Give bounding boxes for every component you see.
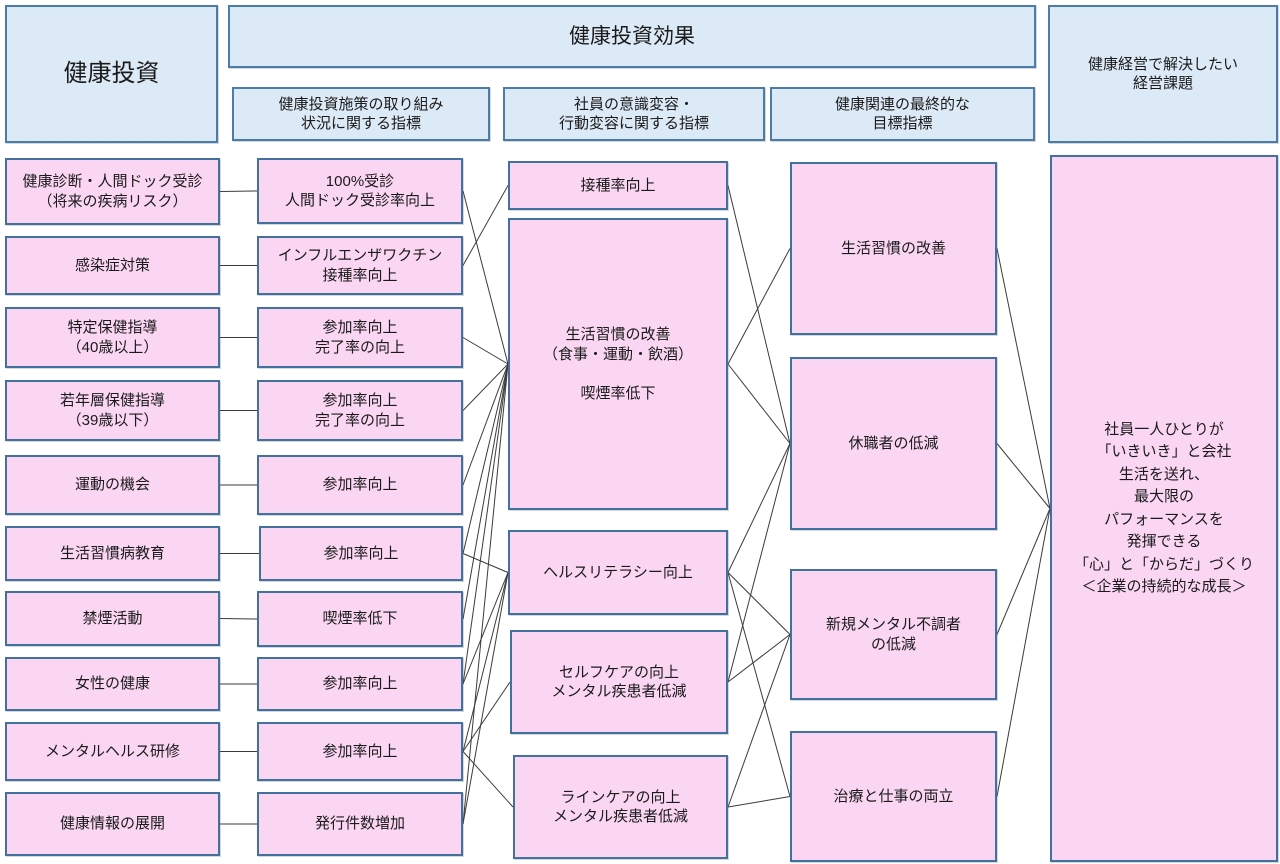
behavior-health-literacy-box: ヘルスリテラシー向上 bbox=[508, 530, 728, 615]
indicator-participation-completion-box-2: 参加率向上 完了率の向上 bbox=[257, 380, 463, 441]
indicator-smoking-rate-box: 喫煙率低下 bbox=[257, 591, 463, 647]
target-lifestyle-improvement-box: 生活習慣の改善 bbox=[790, 162, 997, 335]
investment-infection-box: 感染症対策 bbox=[5, 236, 220, 295]
header-sub-final-target-indicators: 健康関連の最終的な 目標指標 bbox=[770, 87, 1035, 141]
header-health-investment: 健康投資 bbox=[5, 5, 218, 143]
investment-mental-training-box: メンタルヘルス研修 bbox=[5, 722, 220, 781]
behavior-vaccination-up-box: 接種率向上 bbox=[508, 161, 728, 210]
indicator-participation-box-3: 参加率向上 bbox=[257, 657, 463, 711]
indicator-participation-box-4: 参加率向上 bbox=[257, 722, 463, 781]
investment-no-smoking-box: 禁煙活動 bbox=[5, 591, 220, 646]
investment-specified-guidance-box: 特定保健指導 （40歳以上） bbox=[5, 307, 220, 368]
header-management-issues: 健康経営で解決したい 経営課題 bbox=[1048, 5, 1278, 143]
behavior-self-care-box: セルフケアの向上 メンタル疾患者低減 bbox=[510, 630, 728, 734]
indicator-checkup-rate-box: 100%受診 人間ドック受診率向上 bbox=[257, 158, 463, 224]
indicator-participation-box-2: 参加率向上 bbox=[259, 526, 463, 581]
indicator-vaccination-rate-box: インフルエンザワクチン 接種率向上 bbox=[257, 236, 463, 295]
header-sub-awareness-behavior-indicators: 社員の意識変容・ 行動変容に関する指標 bbox=[503, 87, 765, 141]
investment-exercise-box: 運動の機会 bbox=[5, 455, 220, 515]
management-goal-box: 社員一人ひとりが 「いきいき」と会社 生活を送れ、 最大限の パフォーマンスを … bbox=[1050, 155, 1278, 862]
target-treatment-work-balance-box: 治療と仕事の両立 bbox=[790, 731, 997, 862]
behavior-lifestyle-improvement-box: 生活習慣の改善 （食事・運動・飲酒） 喫煙率低下 bbox=[508, 218, 728, 510]
indicator-publication-count-box: 発行件数増加 bbox=[257, 792, 463, 856]
target-leave-reduction-box: 休職者の低減 bbox=[790, 357, 997, 530]
investment-womens-health-box: 女性の健康 bbox=[5, 657, 220, 711]
target-new-mental-cases-box: 新規メンタル不調者 の低減 bbox=[790, 569, 997, 700]
investment-young-guidance-box: 若年層保健指導 （39歳以下） bbox=[5, 380, 220, 441]
investment-health-info-box: 健康情報の展開 bbox=[5, 792, 220, 856]
header-sub-initiative-indicators: 健康投資施策の取り組み 状況に関する指標 bbox=[232, 87, 490, 141]
investment-checkup-box: 健康診断・人間ドック受診 （将来の疾病リスク） bbox=[5, 158, 220, 225]
behavior-line-care-box: ラインケアの向上 メンタル疾患者低減 bbox=[513, 755, 728, 859]
header-investment-effect: 健康投資効果 bbox=[228, 5, 1036, 68]
investment-lifestyle-education-box: 生活習慣病教育 bbox=[5, 526, 220, 581]
indicator-participation-completion-box-1: 参加率向上 完了率の向上 bbox=[257, 307, 463, 368]
indicator-participation-box-1: 参加率向上 bbox=[257, 455, 463, 515]
